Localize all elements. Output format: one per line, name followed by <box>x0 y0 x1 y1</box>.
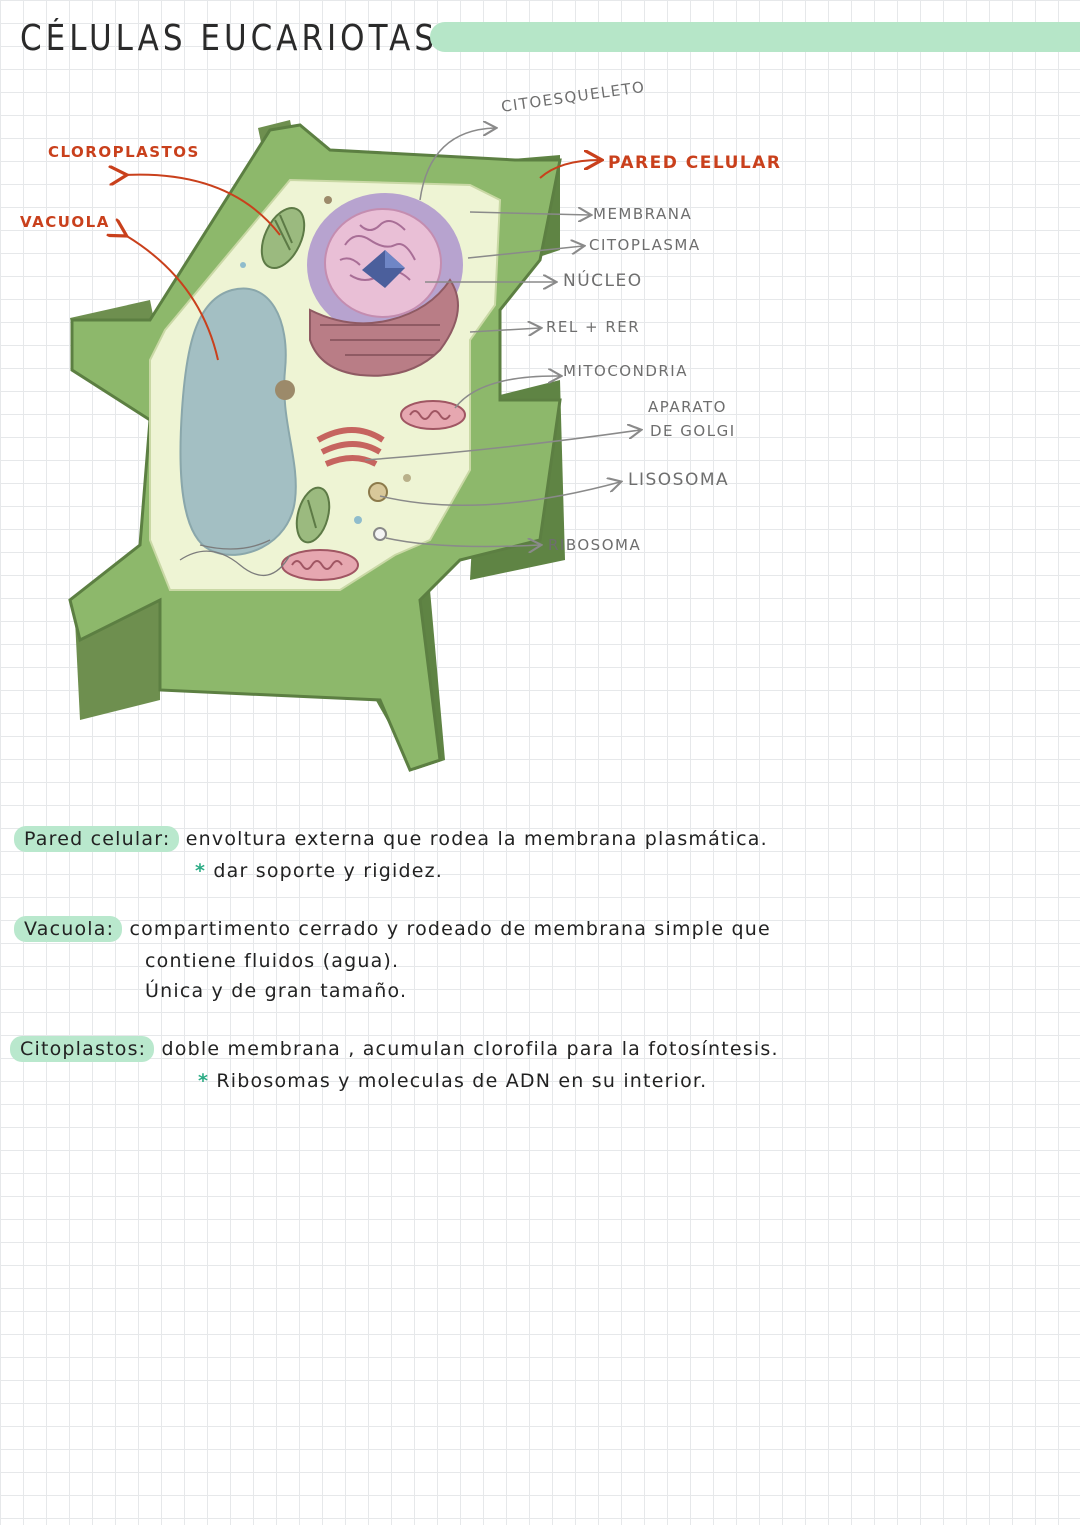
ribosome <box>373 527 387 541</box>
label-aparato-line2: DE GOLGI <box>650 422 736 440</box>
bullet-star: * <box>198 1070 210 1092</box>
note-cloroplastos-line1: Citoplastos: doble membrana , acumulan c… <box>10 1036 779 1062</box>
label-nucleo: NÚCLEO <box>563 271 643 291</box>
term-vacuola: Vacuola: <box>14 916 123 942</box>
term-cloroplastos: Citoplastos: <box>10 1036 155 1062</box>
golgi-apparatus <box>316 427 385 467</box>
def-cloroplastos: doble membrana , acumulan clorofila para… <box>161 1038 779 1060</box>
nucleus <box>307 193 463 337</box>
bullet-cloroplastos: Ribosomas y moleculas de ADN en su inter… <box>216 1070 708 1092</box>
vesicle <box>240 262 246 268</box>
mitochondrion <box>400 400 466 430</box>
label-mitocondria: MITOCONDRIA <box>563 362 688 380</box>
label-pared-celular: PARED CELULAR <box>608 153 782 173</box>
label-aparato-line1: APARATO <box>648 398 727 416</box>
def-pared-celular: envoltura externa que rodea la membrana … <box>185 828 768 850</box>
note-vacuola-line2: contiene fluidos (agua). <box>145 950 400 972</box>
mitochondrion <box>281 549 359 581</box>
endoplasmic-reticulum <box>309 278 459 377</box>
label-rel-rer: REL + RER <box>546 318 641 336</box>
vacuole <box>179 287 297 556</box>
note-vacuola-line3: Única y de gran tamaño. <box>145 980 408 1002</box>
label-vacuola: VACUOLA <box>20 213 110 231</box>
plant-cell-diagram <box>68 120 1080 772</box>
note-pared-line1: Pared celular: envoltura externa que rod… <box>14 826 768 852</box>
cell-wall <box>68 120 565 772</box>
label-lisosoma: LISOSOMA <box>628 470 730 490</box>
vesicle <box>354 516 362 524</box>
label-ribosoma: RIBOSOMA <box>548 536 642 554</box>
vesicle <box>324 196 332 204</box>
note-vacuola-line1: Vacuola: compartimento cerrado y rodeado… <box>14 916 771 942</box>
vesicle <box>403 474 411 482</box>
note-pared-bullet: * dar soporte y rigidez. <box>195 860 443 882</box>
label-membrana: MEMBRANA <box>593 205 693 223</box>
label-citoplasma: CITOPLASMA <box>589 236 701 254</box>
bullet-pared: dar soporte y rigidez. <box>213 860 444 882</box>
note-cloroplastos-bullet: * Ribosomas y moleculas de ADN en su int… <box>198 1070 707 1092</box>
lysosome <box>368 482 388 502</box>
chloroplast <box>295 486 331 544</box>
label-cloroplastos: CLOROPLASTOS <box>48 143 200 161</box>
term-pared-celular: Pared celular: <box>14 826 179 852</box>
vesicle <box>275 380 295 400</box>
title-highlight-bar <box>430 22 1080 52</box>
bullet-star: * <box>195 860 207 882</box>
def-vacuola: compartimento cerrado y rodeado de membr… <box>129 918 771 940</box>
chloroplast <box>260 207 306 269</box>
